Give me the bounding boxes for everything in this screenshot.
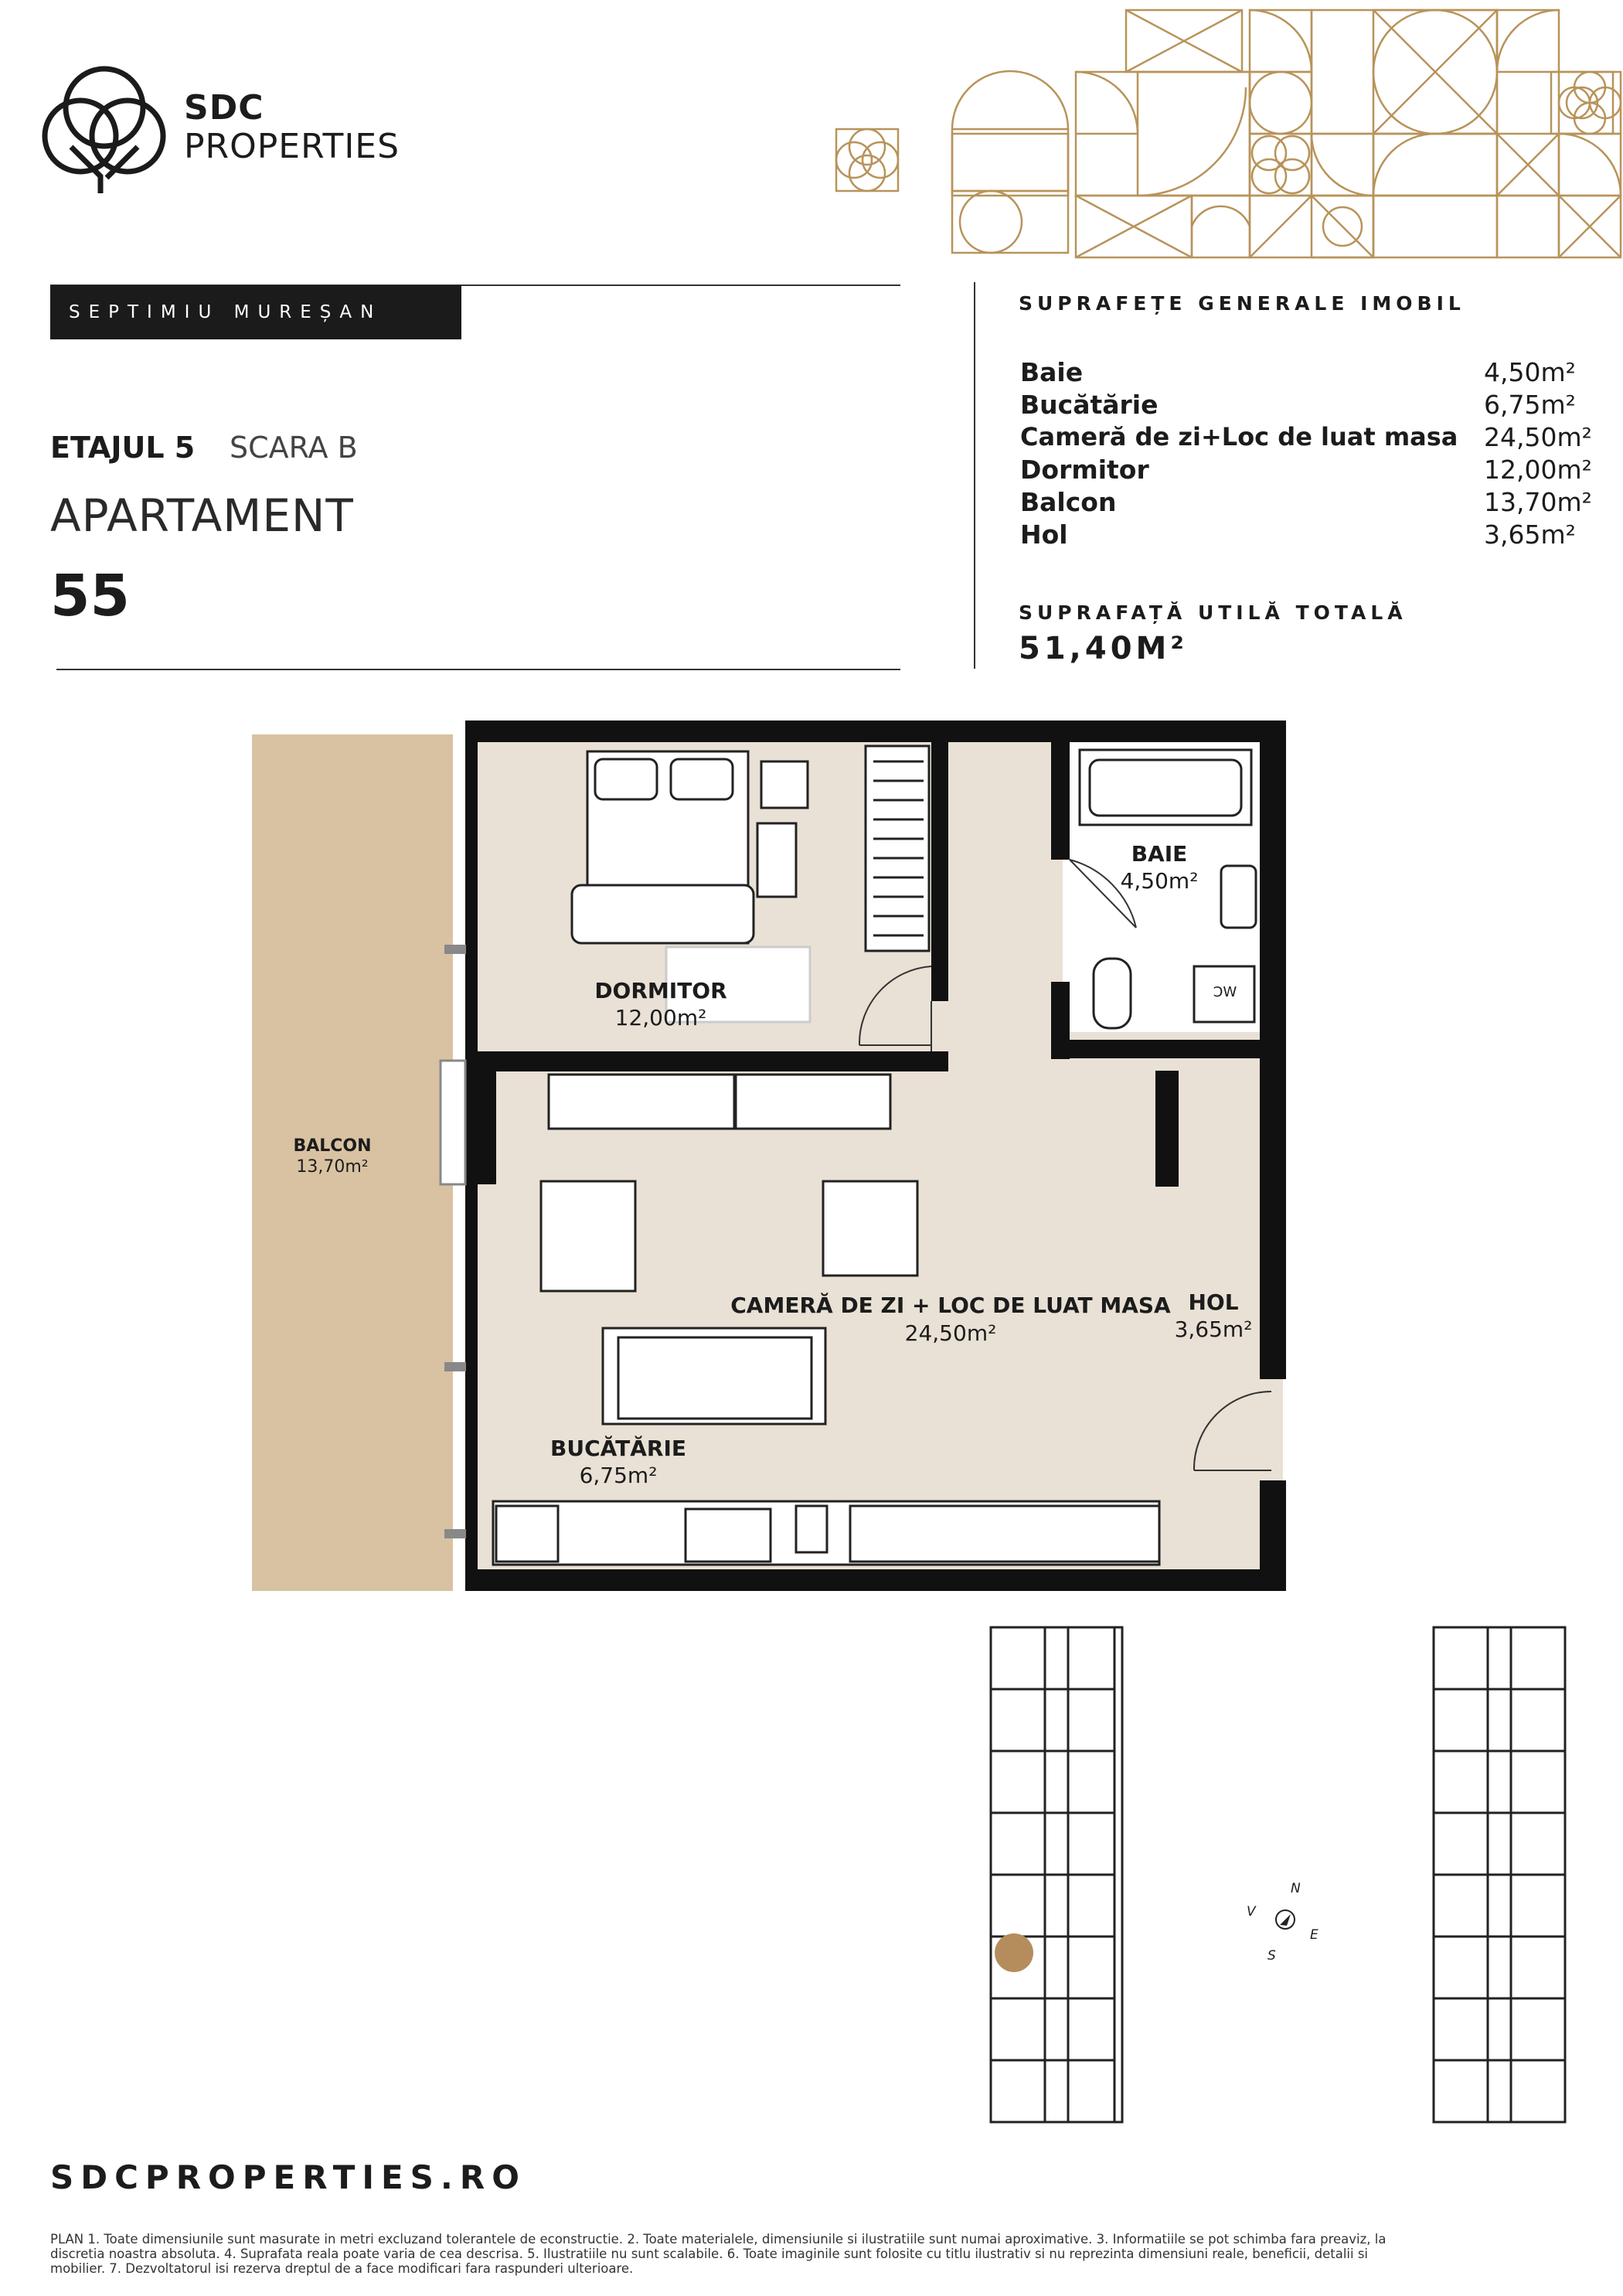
room-baie-name: BAIE bbox=[1131, 841, 1188, 867]
header-vertical-divider bbox=[974, 282, 975, 669]
surfaces-list: Baie 4,50m² Bucătărie 6,75m² Cameră de z… bbox=[1020, 357, 1592, 552]
surface-name: Hol bbox=[1020, 519, 1068, 550]
project-name-badge: SEPTIMIU MUREȘAN bbox=[50, 285, 461, 339]
surface-row: Cameră de zi+Loc de luat masa 24,50m² bbox=[1020, 422, 1592, 455]
room-hol-area: 3,65m² bbox=[1174, 1317, 1253, 1342]
room-dormitor-name: DORMITOR bbox=[594, 978, 727, 1003]
room-camera-name: CAMERĂ DE ZI + LOC DE LUAT MASA bbox=[730, 1293, 1171, 1318]
surfaces-title: SUPRAFEȚE GENERALE IMOBIL bbox=[1019, 292, 1465, 315]
surface-row: Baie 4,50m² bbox=[1020, 357, 1592, 390]
compass-v: V bbox=[1247, 1904, 1256, 1920]
surface-value: 3,65m² bbox=[1484, 519, 1576, 550]
surface-name: Cameră de zi+Loc de luat masa bbox=[1020, 422, 1458, 451]
surface-name: Baie bbox=[1020, 357, 1084, 387]
disclaimer-line: discretia noastra absoluta. 4. Suprafata… bbox=[50, 2247, 1369, 2261]
disclaimer-line: mobilier. 7. Dezvoltatorul isi rezerva d… bbox=[50, 2261, 634, 2276]
apartment-number: 55 bbox=[50, 563, 130, 629]
header-bottom-rule bbox=[56, 669, 900, 670]
wc-label: WC bbox=[1213, 984, 1237, 1000]
floor-label: ETAJUL 5 bbox=[50, 431, 196, 465]
brand-subtitle: PROPERTIES bbox=[184, 127, 400, 166]
surface-value: 13,70m² bbox=[1484, 487, 1592, 517]
surface-name: Balcon bbox=[1020, 487, 1117, 517]
surface-row: Balcon 13,70m² bbox=[1020, 487, 1592, 519]
room-camera-area: 24,50m² bbox=[904, 1320, 997, 1346]
surface-name: Bucătărie bbox=[1020, 390, 1159, 420]
room-balcon-name: BALCON bbox=[293, 1136, 372, 1156]
total-value: 51,40M² bbox=[1019, 631, 1188, 666]
surface-row: Dormitor 12,00m² bbox=[1020, 455, 1592, 487]
room-hol-name: HOL bbox=[1188, 1289, 1239, 1315]
disclaimer-line: PLAN 1. Toate dimensiunile sunt masurate… bbox=[50, 2232, 1387, 2247]
compass-s: S bbox=[1267, 1948, 1276, 1964]
surface-name: Dormitor bbox=[1020, 455, 1149, 485]
surface-value: 12,00m² bbox=[1484, 455, 1592, 485]
total-label: SUPRAFAȚĂ UTILĂ TOTALĂ bbox=[1019, 601, 1407, 624]
header-top-rule bbox=[50, 284, 900, 286]
room-baie-area: 4,50m² bbox=[1120, 868, 1199, 894]
surface-value: 6,75m² bbox=[1484, 390, 1576, 420]
surface-value: 4,50m² bbox=[1484, 357, 1576, 387]
apartment-label: APARTAMENT bbox=[50, 489, 354, 542]
surface-value: 24,50m² bbox=[1484, 422, 1592, 452]
room-balcon-area: 13,70m² bbox=[296, 1157, 369, 1177]
surface-row: Hol 3,65m² bbox=[1020, 519, 1592, 552]
stair-label: SCARA B bbox=[230, 431, 358, 465]
compass-e: E bbox=[1310, 1927, 1318, 1943]
disclaimer: PLAN 1. Toate dimensiunile sunt masurate… bbox=[50, 2232, 1580, 2276]
room-bucatarie-name: BUCĂTĂRIE bbox=[550, 1436, 686, 1461]
brand-name: SDC bbox=[184, 88, 264, 128]
website-link[interactable]: SDCPROPERTIES.RO bbox=[50, 2158, 526, 2196]
room-dormitor-area: 12,00m² bbox=[614, 1005, 707, 1030]
surface-row: Bucătărie 6,75m² bbox=[1020, 390, 1592, 422]
compass-n: N bbox=[1291, 1881, 1301, 1896]
room-bucatarie-area: 6,75m² bbox=[579, 1463, 658, 1488]
